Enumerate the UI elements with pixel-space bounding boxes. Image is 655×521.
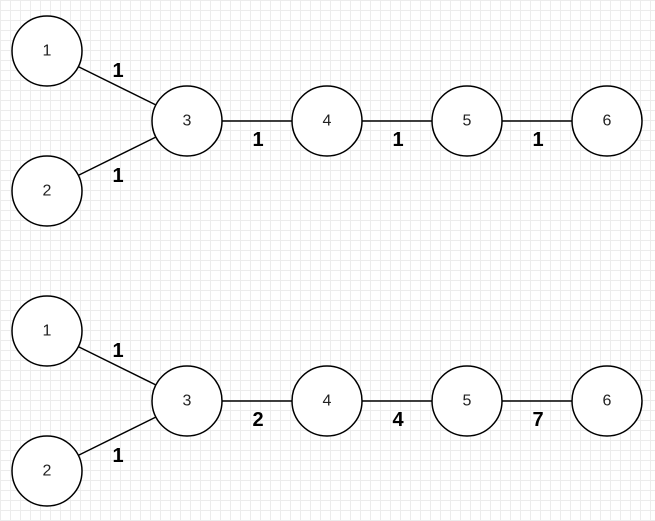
graph-bottom: 1 2 3 4 5 6 1 1 2 4 7	[11, 295, 643, 507]
node-label: 4	[323, 393, 332, 410]
node-5[interactable]: 5	[431, 365, 503, 437]
edge-2-3	[76, 135, 159, 177]
node-4[interactable]: 4	[291, 85, 363, 157]
node-4[interactable]: 4	[291, 365, 363, 437]
node-1[interactable]: 1	[11, 295, 83, 367]
node-label: 4	[323, 113, 332, 130]
edge-1-3	[76, 345, 159, 387]
edge-weight-4-5: 4	[392, 409, 404, 431]
node-circle	[291, 85, 363, 157]
node-1[interactable]: 1	[11, 15, 83, 87]
node-label: 3	[183, 393, 192, 410]
edge-weight-5-6: 1	[532, 129, 543, 151]
edge-weight-5-6: 7	[532, 409, 543, 431]
edge-weight-1-3: 1	[112, 60, 123, 82]
node-circle	[431, 365, 503, 437]
node-3[interactable]: 3	[151, 365, 223, 437]
node-label: 2	[43, 463, 52, 480]
edge-2-3	[76, 415, 159, 457]
node-circle	[11, 295, 83, 367]
edge-weight-2-3: 1	[112, 445, 123, 467]
edge-weight-4-5: 1	[392, 129, 403, 151]
graph-top: 1 2 3 4 5 6 1 1 1 1 1	[11, 15, 643, 227]
node-circle	[431, 85, 503, 157]
node-6[interactable]: 6	[571, 365, 643, 437]
node-circle	[571, 365, 643, 437]
node-2[interactable]: 2	[11, 435, 83, 507]
node-label: 1	[43, 323, 52, 340]
edge-weight-3-4: 2	[252, 409, 263, 431]
edge-weight-3-4: 1	[252, 129, 263, 151]
node-circle	[151, 365, 223, 437]
node-label: 5	[463, 113, 472, 130]
node-5[interactable]: 5	[431, 85, 503, 157]
node-circle	[11, 435, 83, 507]
node-label: 5	[463, 393, 472, 410]
edge-weight-1-3: 1	[112, 340, 123, 362]
node-circle	[11, 15, 83, 87]
node-circle	[11, 155, 83, 227]
node-label: 6	[603, 113, 612, 130]
node-circle	[151, 85, 223, 157]
edge-1-3	[76, 65, 159, 107]
node-label: 3	[183, 113, 192, 130]
node-6[interactable]: 6	[571, 85, 643, 157]
node-circle	[571, 85, 643, 157]
node-2[interactable]: 2	[11, 155, 83, 227]
node-circle	[291, 365, 363, 437]
node-label: 1	[43, 43, 52, 60]
node-label: 2	[43, 183, 52, 200]
edge-weight-2-3: 1	[112, 165, 123, 187]
node-3[interactable]: 3	[151, 85, 223, 157]
node-label: 6	[603, 393, 612, 410]
